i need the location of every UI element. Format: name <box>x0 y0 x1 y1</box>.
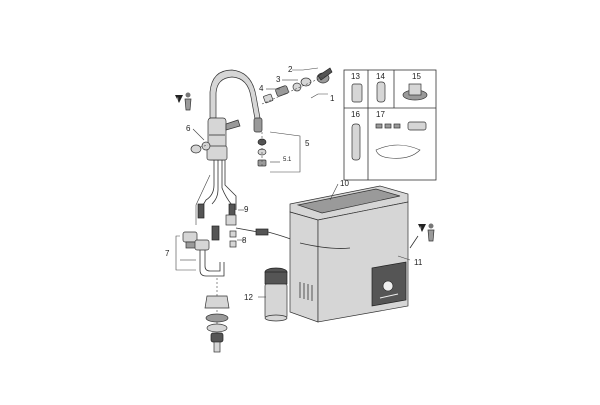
svg-text:!: ! <box>177 98 179 104</box>
callout-9: 9 <box>244 205 249 214</box>
callout-5: 5 <box>305 139 310 148</box>
mounting-hardware <box>182 214 301 277</box>
chiller-unit <box>289 185 409 323</box>
warning-person-icon: ! <box>409 223 435 249</box>
svg-text:!: ! <box>420 227 422 233</box>
callouts: 1 2 3 4 5 5.1 6 7 8 9 10 11 12 13 14 15 … <box>165 65 423 302</box>
faucet <box>206 69 263 161</box>
vents <box>299 282 313 301</box>
callout-12: 12 <box>244 293 253 302</box>
callout-11: 11 <box>414 258 423 267</box>
cartridge-parts <box>261 67 333 105</box>
callout-5-1: 5.1 <box>283 157 292 163</box>
supply-hoses <box>195 160 237 225</box>
table-cell-14: 14 <box>376 72 385 81</box>
leader-lines <box>175 67 411 298</box>
table-cell-13: 13 <box>351 72 360 81</box>
callout-6: 6 <box>186 124 191 133</box>
warning-person-icon: ! <box>175 92 192 111</box>
table-cell-17: 17 <box>376 110 385 119</box>
callout-1: 1 <box>330 94 335 103</box>
callout-3: 3 <box>276 75 281 84</box>
table-cell-16: 16 <box>351 110 360 119</box>
callout-7: 7 <box>165 249 170 258</box>
body-seals <box>190 132 267 168</box>
table-cell-15: 15 <box>412 72 421 81</box>
callout-8: 8 <box>242 236 247 245</box>
callout-4: 4 <box>259 84 264 93</box>
filter-cartridge <box>264 267 288 322</box>
nut-stack <box>204 278 230 353</box>
callout-10: 10 <box>340 179 349 188</box>
callout-2: 2 <box>288 65 293 74</box>
accessory-table <box>343 69 437 181</box>
